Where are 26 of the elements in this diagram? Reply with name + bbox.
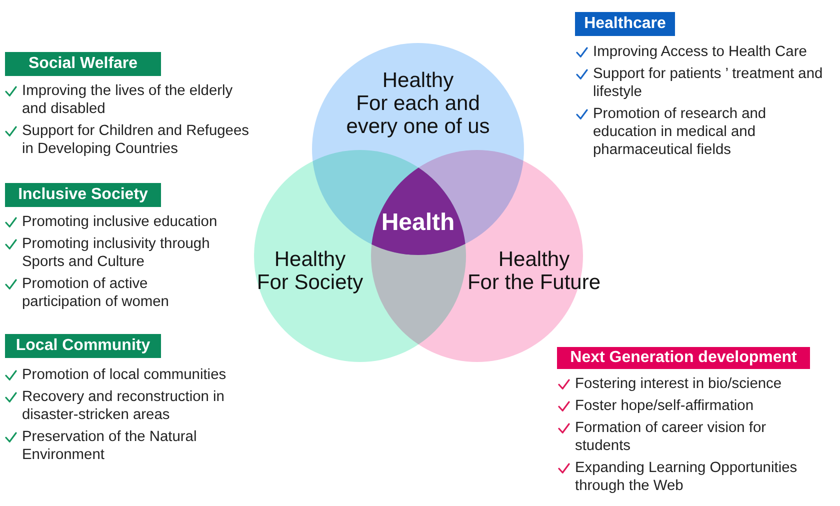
- heading-bar: Next Generation development: [557, 347, 810, 369]
- circle-label: Healthy: [498, 248, 570, 271]
- list-item: Preservation of the Natural Environment: [22, 429, 197, 463]
- heading-bar: Inclusive Society: [5, 183, 161, 207]
- list-item: Support for patients ’ treatment and lifestyle: [593, 66, 823, 100]
- heading-bar: Local Community: [5, 334, 161, 358]
- list-item: Support for Children and Refugees in Developing Countries: [22, 123, 249, 157]
- list-item: Expanding Learning Opportunities through the Web: [575, 460, 798, 494]
- list-item: Fostering interest in bio/science: [575, 376, 782, 392]
- circle-label: For the Future: [467, 271, 601, 294]
- circle-label: For Society: [256, 271, 364, 294]
- circle-label: For each and every one of us: [346, 92, 490, 138]
- list-item: Promotion of active participation of women: [22, 276, 169, 310]
- heading-bar: Social Welfare: [5, 52, 161, 76]
- center-label: Health: [381, 209, 455, 236]
- list-item: Promoting inclusivity through Sports and Culture: [22, 236, 210, 270]
- list-item: Promotion of local communities: [22, 367, 226, 383]
- circle-label: Healthy: [382, 69, 454, 92]
- heading-bar: Healthcare: [575, 12, 675, 36]
- list-item: Promoting inclusive education: [22, 214, 218, 230]
- list-item: Foster hope/self-affirmation: [575, 398, 754, 414]
- list-item: Recovery and reconstruction in disaster-stricken areas: [22, 389, 224, 423]
- list-item: Promotion of research and education in medical and pharmaceutical fields: [593, 106, 766, 158]
- list-item: Improving the lives of the elderly and disabled: [22, 83, 233, 117]
- circle-label: Healthy: [274, 248, 346, 271]
- list-item: Formation of career vision for students: [575, 420, 766, 454]
